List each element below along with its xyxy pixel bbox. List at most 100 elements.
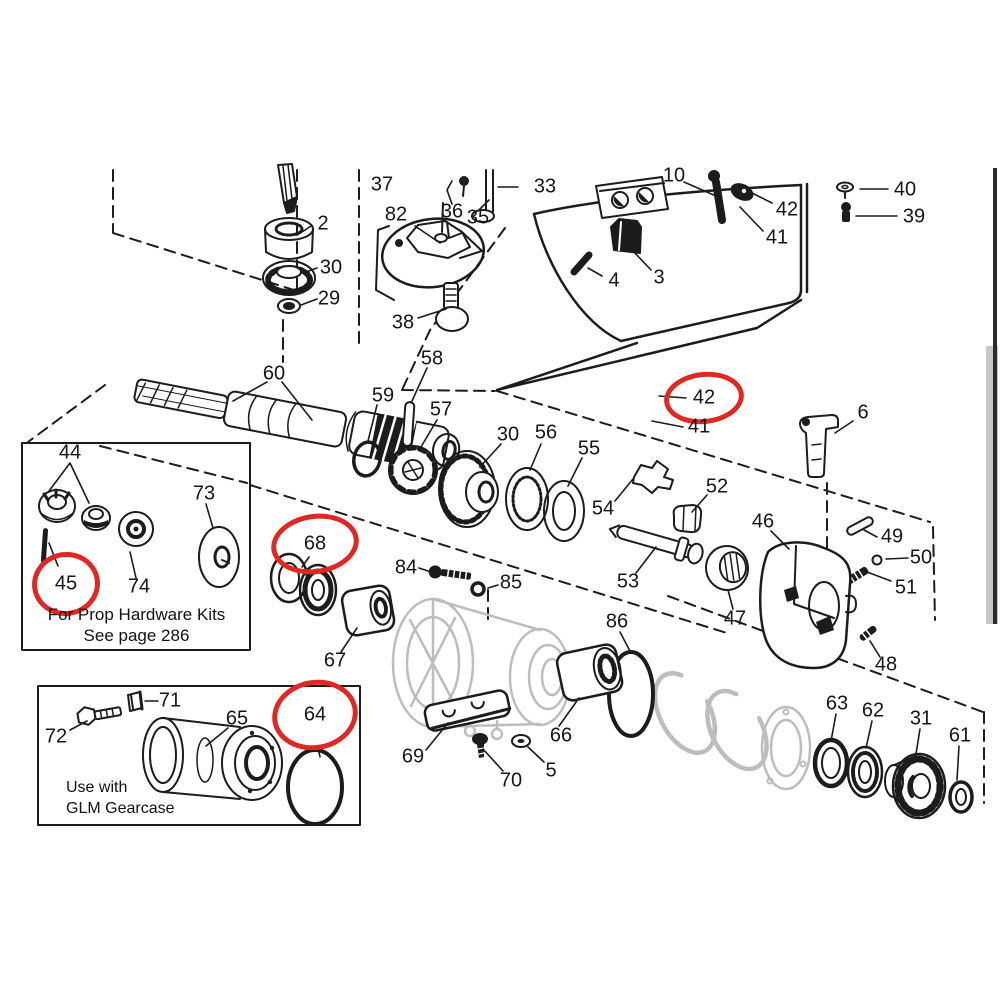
part-label-45: 45 bbox=[54, 572, 78, 595]
sliding-clutch-57 bbox=[388, 445, 438, 495]
bearing-carrier-46 bbox=[759, 541, 857, 670]
prop-kit-note-line2: See page 286 bbox=[83, 626, 190, 645]
part-label-46: 46 bbox=[751, 510, 775, 533]
reverse-gear-31 bbox=[884, 752, 947, 820]
o-ring-59 bbox=[352, 440, 382, 478]
anode-block-slit bbox=[618, 221, 622, 251]
part-label-64: 64 bbox=[303, 703, 327, 726]
water-intake-screen bbox=[595, 176, 669, 219]
part-label-39: 39 bbox=[902, 205, 926, 228]
part-label-85: 85 bbox=[499, 571, 523, 594]
bearing-47 bbox=[704, 545, 750, 591]
seal-group-68 bbox=[269, 552, 338, 617]
part-label-52: 52 bbox=[705, 475, 729, 498]
bearing-67 bbox=[340, 584, 396, 637]
part-label-73: 73 bbox=[192, 482, 216, 505]
glm-carrier-65 bbox=[142, 717, 283, 801]
part-label-5: 5 bbox=[545, 759, 557, 782]
pin-58 bbox=[401, 401, 416, 447]
part-label-42: 42 bbox=[775, 198, 799, 221]
part-label-6: 6 bbox=[857, 401, 869, 424]
part-label-2: 2 bbox=[317, 212, 329, 235]
leader-lines bbox=[48, 180, 960, 781]
part-label-48: 48 bbox=[874, 653, 898, 676]
part-label-36: 36 bbox=[440, 200, 464, 223]
part-label-60: 60 bbox=[262, 362, 286, 385]
part-label-56: 56 bbox=[534, 421, 558, 444]
part-label-66: 66 bbox=[549, 724, 573, 747]
part-label-10: 10 bbox=[662, 164, 686, 187]
part-label-69: 69 bbox=[401, 745, 425, 768]
shift-crank-54 bbox=[632, 460, 674, 494]
part-label-4: 4 bbox=[608, 269, 620, 292]
forward-gear-group bbox=[438, 450, 585, 542]
glm-note-line2: GLM Gearcase bbox=[66, 800, 175, 817]
part-label-37: 37 bbox=[370, 173, 394, 196]
glm-note-line1: Use with bbox=[66, 779, 128, 796]
nut-85 bbox=[470, 581, 486, 597]
part-label-61: 61 bbox=[948, 724, 972, 747]
trim-tab-group bbox=[375, 169, 495, 332]
part-label-30: 30 bbox=[319, 256, 343, 279]
part-label-67: 67 bbox=[323, 649, 347, 672]
part-label-68: 68 bbox=[303, 532, 327, 555]
prop-kit-note-line1: For Prop Hardware Kits bbox=[47, 605, 226, 624]
seal-62 bbox=[846, 745, 884, 799]
cotter-pin-45 bbox=[40, 528, 49, 563]
glm-note: Use with GLM Gearcase bbox=[66, 777, 174, 819]
part-label-59: 59 bbox=[371, 384, 395, 407]
gear-housing bbox=[495, 182, 809, 392]
spring-48 bbox=[859, 625, 877, 641]
part-label-41: 41 bbox=[765, 226, 789, 249]
o-ring-64 bbox=[286, 748, 344, 826]
part-label-49: 49 bbox=[880, 525, 904, 548]
screw-39-40-group bbox=[836, 181, 854, 222]
part-label-41: 41 bbox=[687, 415, 711, 438]
part-label-71: 71 bbox=[158, 689, 182, 712]
part-label-40: 40 bbox=[893, 178, 917, 201]
ghost-snap-rings bbox=[652, 671, 812, 791]
part-label-65: 65 bbox=[225, 707, 249, 730]
cam-follower-52 bbox=[672, 504, 703, 534]
vent-screw-group bbox=[708, 170, 754, 224]
part-label-30: 30 bbox=[496, 423, 520, 446]
part-label-3: 3 bbox=[653, 266, 665, 289]
glm-parts bbox=[76, 690, 344, 826]
part-label-42: 42 bbox=[692, 386, 716, 409]
driveshaft-group bbox=[262, 163, 316, 314]
part-label-35: 35 bbox=[466, 206, 490, 229]
part-label-74: 74 bbox=[127, 575, 151, 598]
part-label-50: 50 bbox=[909, 546, 933, 569]
pin-49 bbox=[846, 516, 874, 536]
part-label-58: 58 bbox=[420, 347, 444, 370]
seal-61 bbox=[948, 780, 974, 814]
assembly-axis-lines bbox=[27, 169, 985, 804]
shift-shaft-53 bbox=[608, 524, 704, 565]
part-label-86: 86 bbox=[605, 610, 629, 633]
washer-5 bbox=[511, 734, 531, 748]
part-label-31: 31 bbox=[909, 707, 933, 730]
ring-63 bbox=[812, 737, 850, 789]
part-label-51: 51 bbox=[894, 576, 918, 599]
anode-plate-69 bbox=[423, 689, 512, 732]
ball-50 bbox=[871, 554, 883, 566]
screw-70 bbox=[472, 733, 488, 758]
part-label-62: 62 bbox=[861, 699, 885, 722]
part-label-29: 29 bbox=[317, 287, 341, 310]
part-label-70: 70 bbox=[499, 769, 523, 792]
part-label-33: 33 bbox=[533, 175, 557, 198]
part-label-72: 72 bbox=[44, 725, 68, 748]
part-label-55: 55 bbox=[577, 437, 601, 460]
part-label-84: 84 bbox=[394, 556, 418, 579]
part-label-63: 63 bbox=[825, 692, 849, 715]
part-label-38: 38 bbox=[391, 311, 415, 334]
prop-kit-parts bbox=[38, 488, 240, 588]
part-label-44: 44 bbox=[58, 441, 82, 464]
screw-84 bbox=[428, 565, 472, 580]
anode-block-3 bbox=[610, 218, 642, 254]
page-edge-line bbox=[993, 168, 997, 624]
part-label-47: 47 bbox=[723, 607, 747, 630]
part-label-54: 54 bbox=[591, 497, 615, 520]
